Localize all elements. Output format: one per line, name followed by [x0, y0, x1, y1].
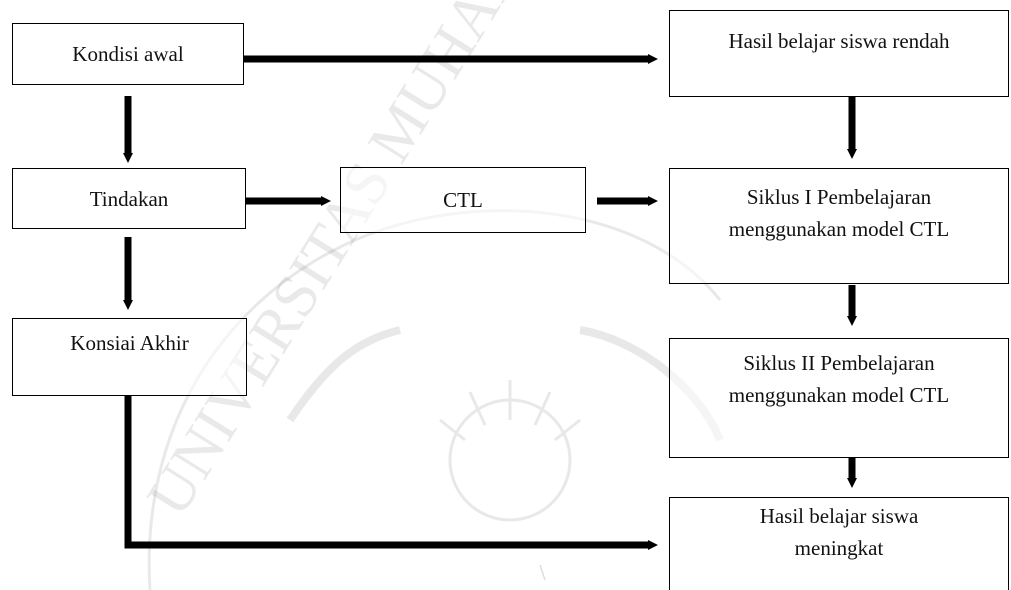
- arrow-akhir-to-hasil-meningkat: [124, 396, 658, 550]
- box-hasil-rendah: Hasil belajar siswa rendah: [669, 10, 1009, 97]
- box-siklus-1: Siklus I Pembelajaran menggunakan model …: [669, 168, 1009, 284]
- box-kondisi-awal: Kondisi awal: [12, 23, 244, 85]
- box-siklus-1-label: Siklus I Pembelajaran menggunakan model …: [728, 185, 950, 241]
- box-konsiai-akhir: Konsiai Akhir: [12, 318, 247, 396]
- box-hasil-meningkat: Hasil belajar siswa meningkat: [669, 497, 1009, 590]
- box-kondisi-awal-label: Kondisi awal: [72, 42, 184, 66]
- box-hasil-meningkat-label: Hasil belajar siswa meningkat: [759, 504, 919, 560]
- watermark-logo: [147, 209, 724, 590]
- box-ctl: CTL: [340, 167, 586, 233]
- box-siklus-2-label: Siklus II Pembelajaran menggunakan model…: [728, 351, 950, 407]
- box-tindakan-label: Tindakan: [89, 186, 169, 211]
- box-siklus-2: Siklus II Pembelajaran menggunakan model…: [669, 338, 1009, 458]
- box-konsiai-akhir-label: Konsiai Akhir: [70, 331, 189, 355]
- box-ctl-label: CTL: [443, 188, 483, 212]
- box-hasil-rendah-label: Hasil belajar siswa rendah: [728, 29, 950, 53]
- box-tindakan: Tindakan: [12, 168, 246, 229]
- connectors: [123, 54, 857, 550]
